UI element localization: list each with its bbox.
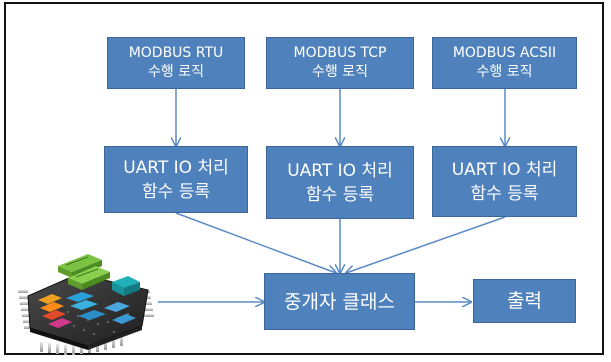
modbus-acsii-title: MODBUS ACSII — [452, 45, 557, 61]
uart-io-subtitle-2: 함수 등록 — [306, 184, 374, 205]
mediator-class-label: 중개자 클래스 — [284, 290, 395, 313]
mediator-class-box: 중개자 클래스 — [264, 273, 415, 330]
uart-io-title-3: UART IO 처리 — [451, 159, 558, 180]
modbus-tcp-box: MODBUS TCP 수행 로직 — [266, 37, 414, 89]
modbus-rtu-title: MODBUS RTU — [128, 45, 224, 61]
modbus-rtu-box: MODBUS RTU 수행 로직 — [107, 37, 245, 89]
modbus-acsii-box: MODBUS ACSII 수행 로직 — [432, 37, 577, 89]
uart-io-subtitle-3: 함수 등록 — [470, 183, 539, 204]
uart-io-title-2: UART IO 처리 — [287, 160, 393, 181]
output-label: 출력 — [507, 290, 542, 312]
microcontroller-chip-icon — [18, 254, 154, 355]
modbus-acsii-subtitle: 수행 로직 — [476, 64, 533, 80]
modbus-tcp-subtitle: 수행 로직 — [312, 64, 368, 80]
modbus-tcp-title: MODBUS TCP — [293, 45, 387, 61]
uart-io-box-1: UART IO 처리 함수 등록 — [104, 146, 248, 213]
uart-io-subtitle-1: 함수 등록 — [142, 181, 210, 202]
output-box: 출력 — [473, 279, 576, 323]
uart-io-box-3: UART IO 처리 함수 등록 — [432, 146, 577, 217]
uart-io-title-1: UART IO 처리 — [123, 157, 229, 178]
modbus-rtu-subtitle: 수행 로직 — [148, 64, 204, 80]
uart-io-box-2: UART IO 처리 함수 등록 — [266, 146, 414, 219]
